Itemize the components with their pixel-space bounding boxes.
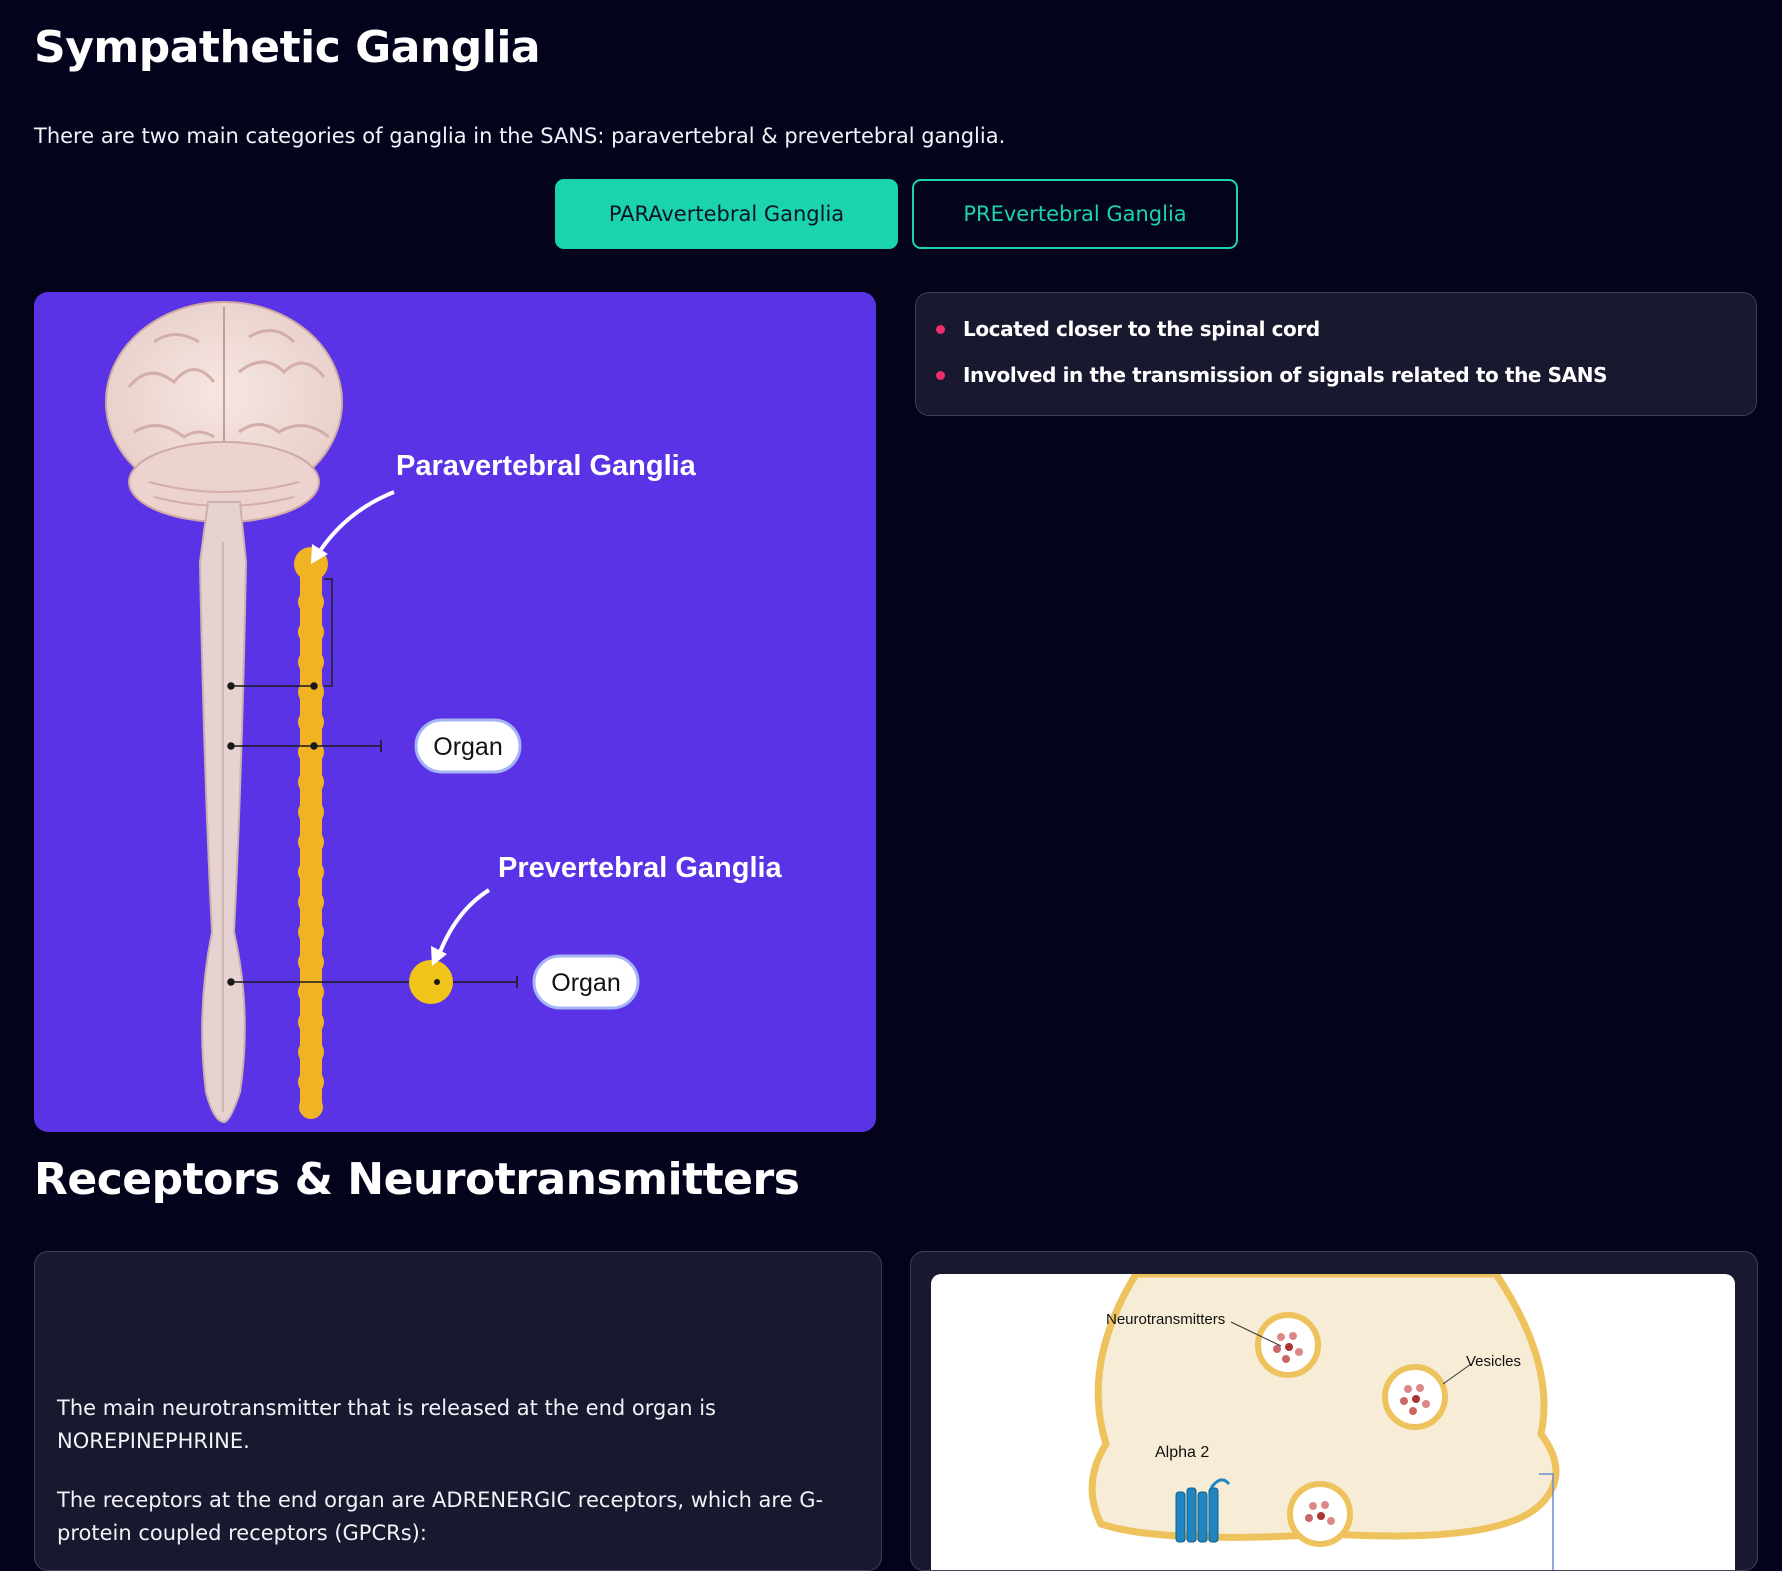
sympathetic-chain (294, 547, 328, 1119)
tab-paravertebral-ganglia[interactable]: PARAvertebral Ganglia (555, 179, 898, 249)
label-organ-1: Organ (433, 733, 502, 761)
label-alpha2: Alpha 2 (1155, 1444, 1209, 1461)
ganglia-illustration: Paravertebral Ganglia Prevertebral Gangl… (34, 292, 876, 1132)
bullet-item: Involved in the transmission of signals … (936, 363, 1736, 387)
section-title-sympathetic-ganglia: Sympathetic Ganglia (34, 22, 541, 73)
synapse-image-card: Neurotransmitters Vesicles Alpha 2 (910, 1251, 1758, 1571)
bullet-dot-icon (936, 324, 945, 334)
intro-text: There are two main categories of ganglia… (34, 124, 1006, 148)
prevertebral-ganglion (409, 960, 453, 1004)
paragraph-neurotransmitter: The main neurotransmitter that is releas… (57, 1396, 716, 1453)
label-organ-2: Organ (551, 969, 620, 997)
bullet-text: Located closer to the spinal cord (963, 317, 1320, 341)
bullet-text: Involved in the transmission of signals … (963, 363, 1608, 387)
alpha2-receptor-icon (1175, 1478, 1231, 1543)
paravertebral-info-card: Located closer to the spinal cord Involv… (915, 292, 1757, 416)
vesicle-3 (1287, 1481, 1353, 1547)
synapse-diagram-svg: Neurotransmitters Vesicles Alpha 2 (1088, 1274, 1560, 1570)
section-title-receptors: Receptors & Neurotransmitters (34, 1154, 800, 1205)
label-prevertebral-ganglia: Prevertebral Ganglia (498, 852, 783, 884)
organ-pill-2 (532, 954, 640, 1010)
vesicle-2 (1382, 1364, 1448, 1430)
arrow-prevertebral-icon (431, 946, 447, 966)
bullet-dot-icon (936, 370, 945, 380)
label-paravertebral-ganglia: Paravertebral Ganglia (396, 450, 697, 482)
label-vesicles: Vesicles (1466, 1353, 1521, 1370)
synapse-diagram: Neurotransmitters Vesicles Alpha 2 (931, 1274, 1735, 1570)
label-neurotransmitters: Neurotransmitters (1106, 1311, 1225, 1328)
tab-prevertebral-ganglia[interactable]: PREvertebral Ganglia (912, 179, 1238, 249)
paragraph-receptors: The receptors at the end organ are ADREN… (57, 1488, 824, 1545)
vesicle-1 (1255, 1312, 1321, 1378)
nerve-fibers (227, 682, 518, 988)
receptors-text-card: The main neurotransmitter that is releas… (34, 1251, 882, 1571)
bullet-item: Located closer to the spinal cord (936, 317, 1736, 341)
arrow-paravertebral-icon (311, 544, 328, 564)
ganglia-diagram-svg: Paravertebral Ganglia Prevertebral Gangl… (105, 301, 783, 1124)
organ-pill-1 (414, 718, 522, 774)
brain-illustration (105, 301, 343, 523)
